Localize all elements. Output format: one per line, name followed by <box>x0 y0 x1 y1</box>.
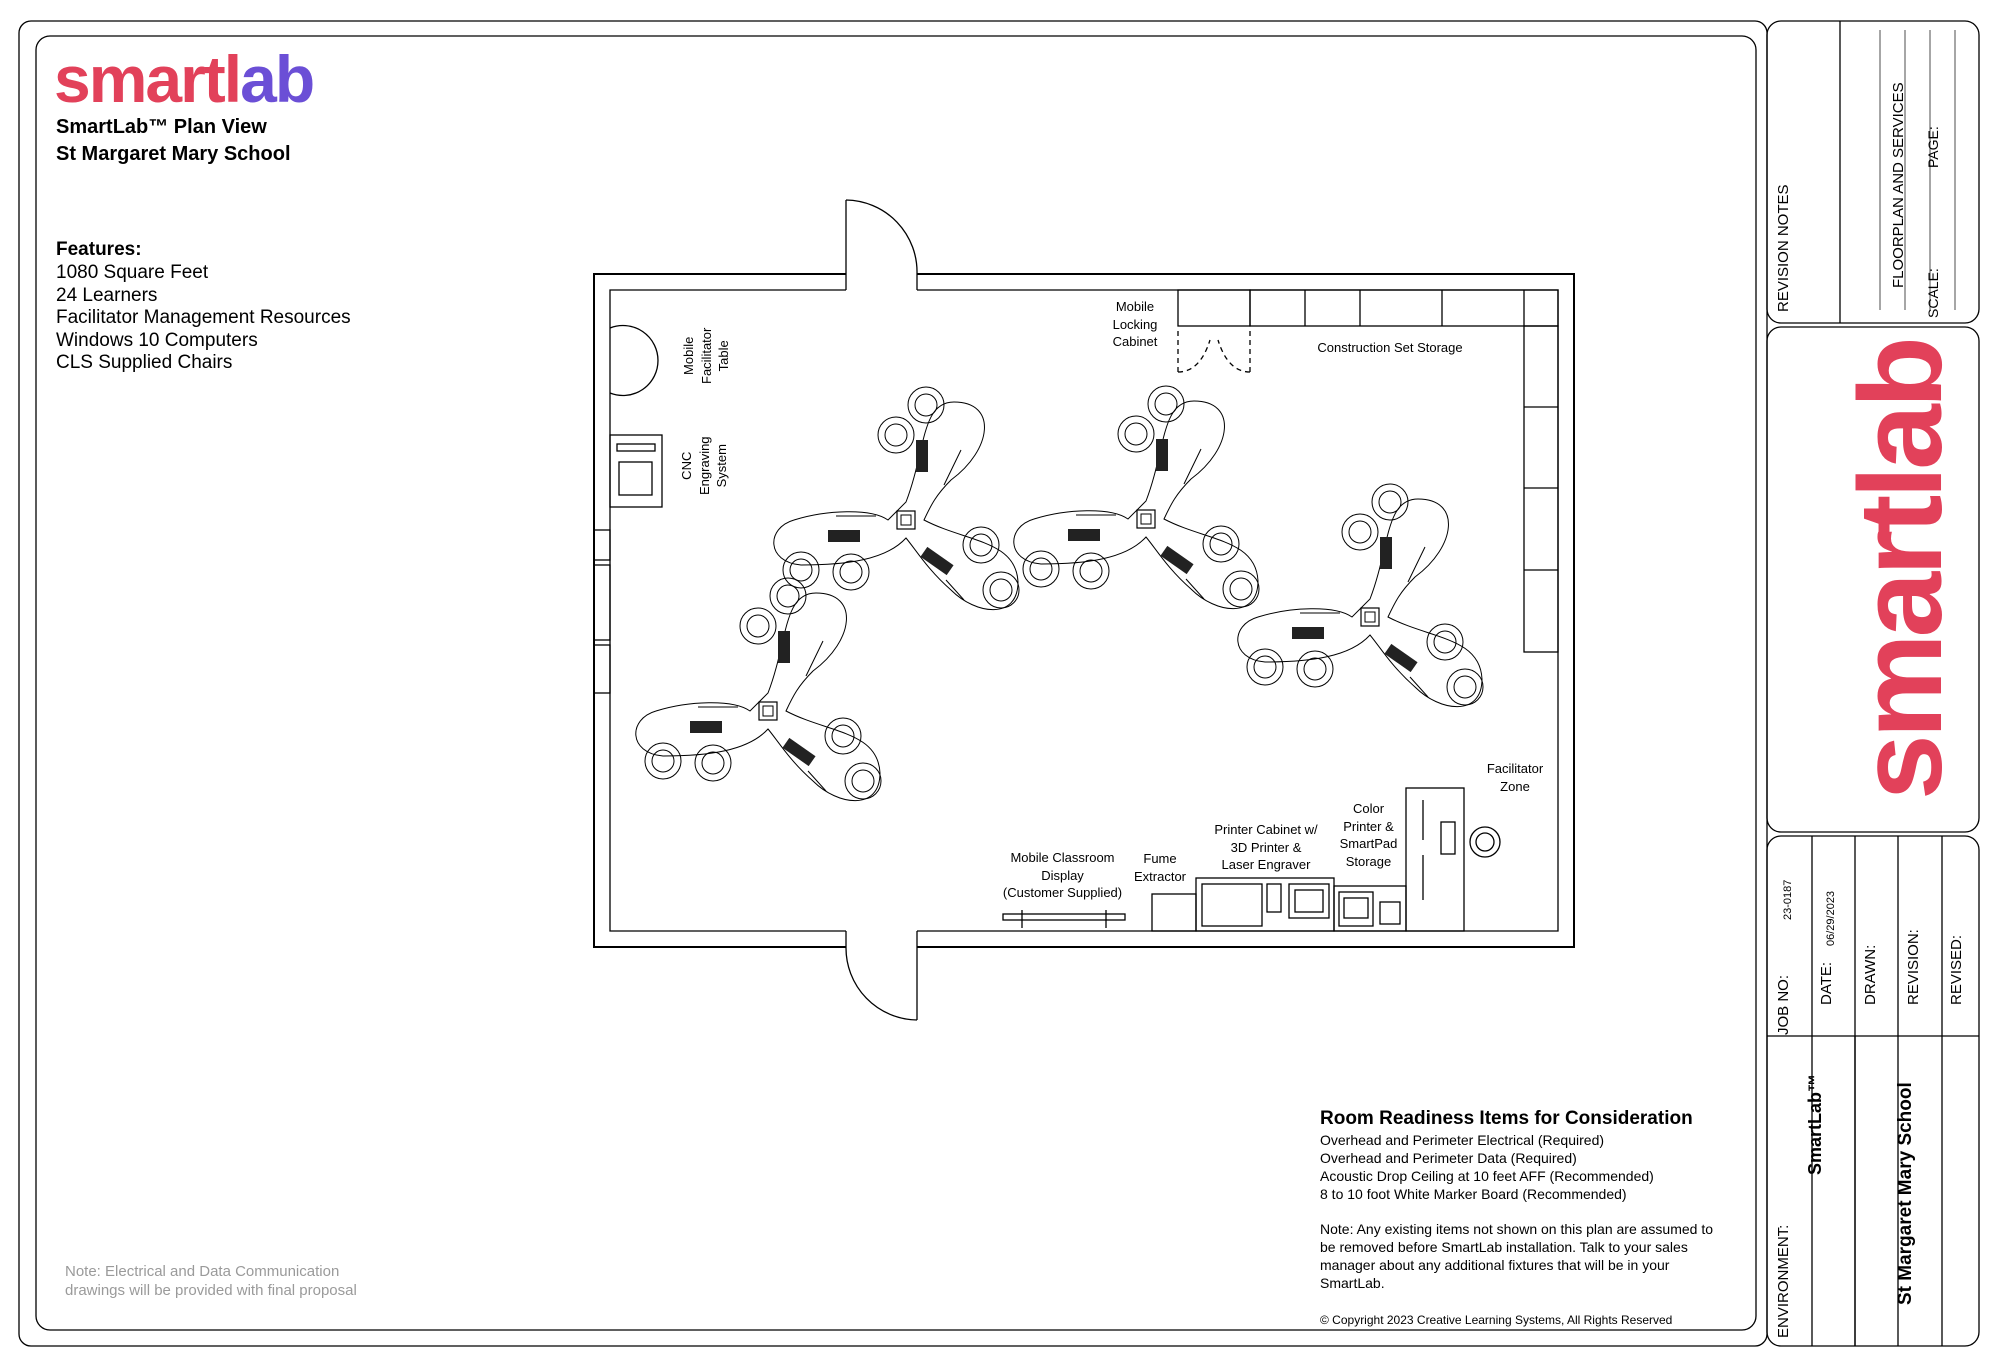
learner-pod-2 <box>1013 385 1260 610</box>
label-facilitator-table: Mobile Facilitator Table <box>681 327 732 384</box>
cnc-engraving-system <box>609 434 663 508</box>
removal-note: Note: Any existing items not shown on th… <box>1320 1221 1713 1291</box>
construction-set-storage <box>1249 289 1559 653</box>
date-label: DATE: <box>1818 961 1835 1005</box>
room-readiness-title: Room Readiness Items for Consideration <box>1320 1108 1693 1129</box>
printer-cabinet <box>1195 877 1335 932</box>
copyright: © Copyright 2023 Creative Learning Syste… <box>1320 1313 1673 1327</box>
job-no-value: 23-0187 <box>1782 879 1794 920</box>
date-value: 06/29/2023 <box>1825 890 1837 946</box>
electrical-note: Note: Electrical and Data Communication … <box>65 1263 357 1299</box>
revised-label: REVISED: <box>1948 934 1965 1005</box>
feature-item: Windows 10 Computers <box>56 330 258 351</box>
locking-cabinet <box>1177 289 1251 373</box>
page-label: PAGE: <box>1925 126 1941 168</box>
feature-item: 1080 Square Feet <box>56 262 209 283</box>
door-bottom <box>845 946 918 1021</box>
facilitator-zone <box>1405 787 1501 932</box>
learner-pod-3 <box>1237 483 1484 708</box>
scale-label: SCALE: <box>1925 268 1941 318</box>
label-color-printer: Color Printer & SmartPad Storage <box>1339 801 1398 869</box>
facilitator-table <box>609 324 659 397</box>
environment-label: ENVIRONMENT: <box>1775 1224 1792 1338</box>
plan-title: SmartLab™ Plan View <box>56 116 267 138</box>
label-facilitator-zone: Facilitator Zone <box>1486 761 1544 794</box>
revision-panel <box>1766 20 1980 324</box>
job-panel <box>1766 835 1980 1347</box>
environment-value: SmartLab™ <box>1805 1073 1825 1175</box>
feature-item: Facilitator Management Resources <box>56 307 351 328</box>
revision-label: REVISION: <box>1905 929 1922 1005</box>
readiness-item: Overhead and Perimeter Electrical (Requi… <box>1320 1132 1605 1148</box>
learner-pod-1 <box>773 386 1020 611</box>
revision-notes-label: REVISION NOTES <box>1775 184 1792 312</box>
readiness-item: Acoustic Drop Ceiling at 10 feet AFF (Re… <box>1320 1168 1654 1184</box>
door-top <box>845 199 918 275</box>
school-title: St Margaret Mary School <box>56 143 291 165</box>
label-construction-storage: Construction Set Storage <box>1317 340 1463 355</box>
title-block-logo: smartlab <box>1835 340 1967 800</box>
feature-item: CLS Supplied Chairs <box>56 352 233 373</box>
smartlab-logo: smartlab <box>54 42 315 116</box>
room-walls <box>593 273 1575 948</box>
fume-extractor <box>1151 893 1197 932</box>
readiness-item: 8 to 10 foot White Marker Board (Recomme… <box>1320 1186 1627 1202</box>
job-no-label: JOB NO: <box>1775 974 1792 1035</box>
label-fume-extractor: Fume Extractor <box>1133 851 1186 884</box>
readiness-item: Overhead and Perimeter Data (Required) <box>1320 1150 1577 1166</box>
drawn-label: DRAWN: <box>1862 944 1879 1005</box>
label-locking-cabinet: Mobile Locking Cabinet <box>1112 299 1158 350</box>
label-printer-cabinet: Printer Cabinet w/ 3D Printer & Laser En… <box>1214 822 1318 873</box>
label-classroom-display: Mobile Classroom Display (Customer Suppl… <box>1002 850 1123 901</box>
school-name-vertical: St Margaret Mary School <box>1895 1082 1916 1305</box>
learner-pod-4 <box>635 577 882 802</box>
logo-panel <box>1766 326 1980 833</box>
feature-item: 24 Learners <box>56 285 158 306</box>
floorplan-label: FLOORPLAN AND SERVICES <box>1890 82 1907 288</box>
color-printer-storage <box>1333 885 1407 932</box>
display-bar <box>1002 910 1126 928</box>
label-cnc-system: CNC Engraving System <box>679 436 730 495</box>
inner-border <box>35 35 1757 1331</box>
features-heading: Features: <box>56 239 142 260</box>
